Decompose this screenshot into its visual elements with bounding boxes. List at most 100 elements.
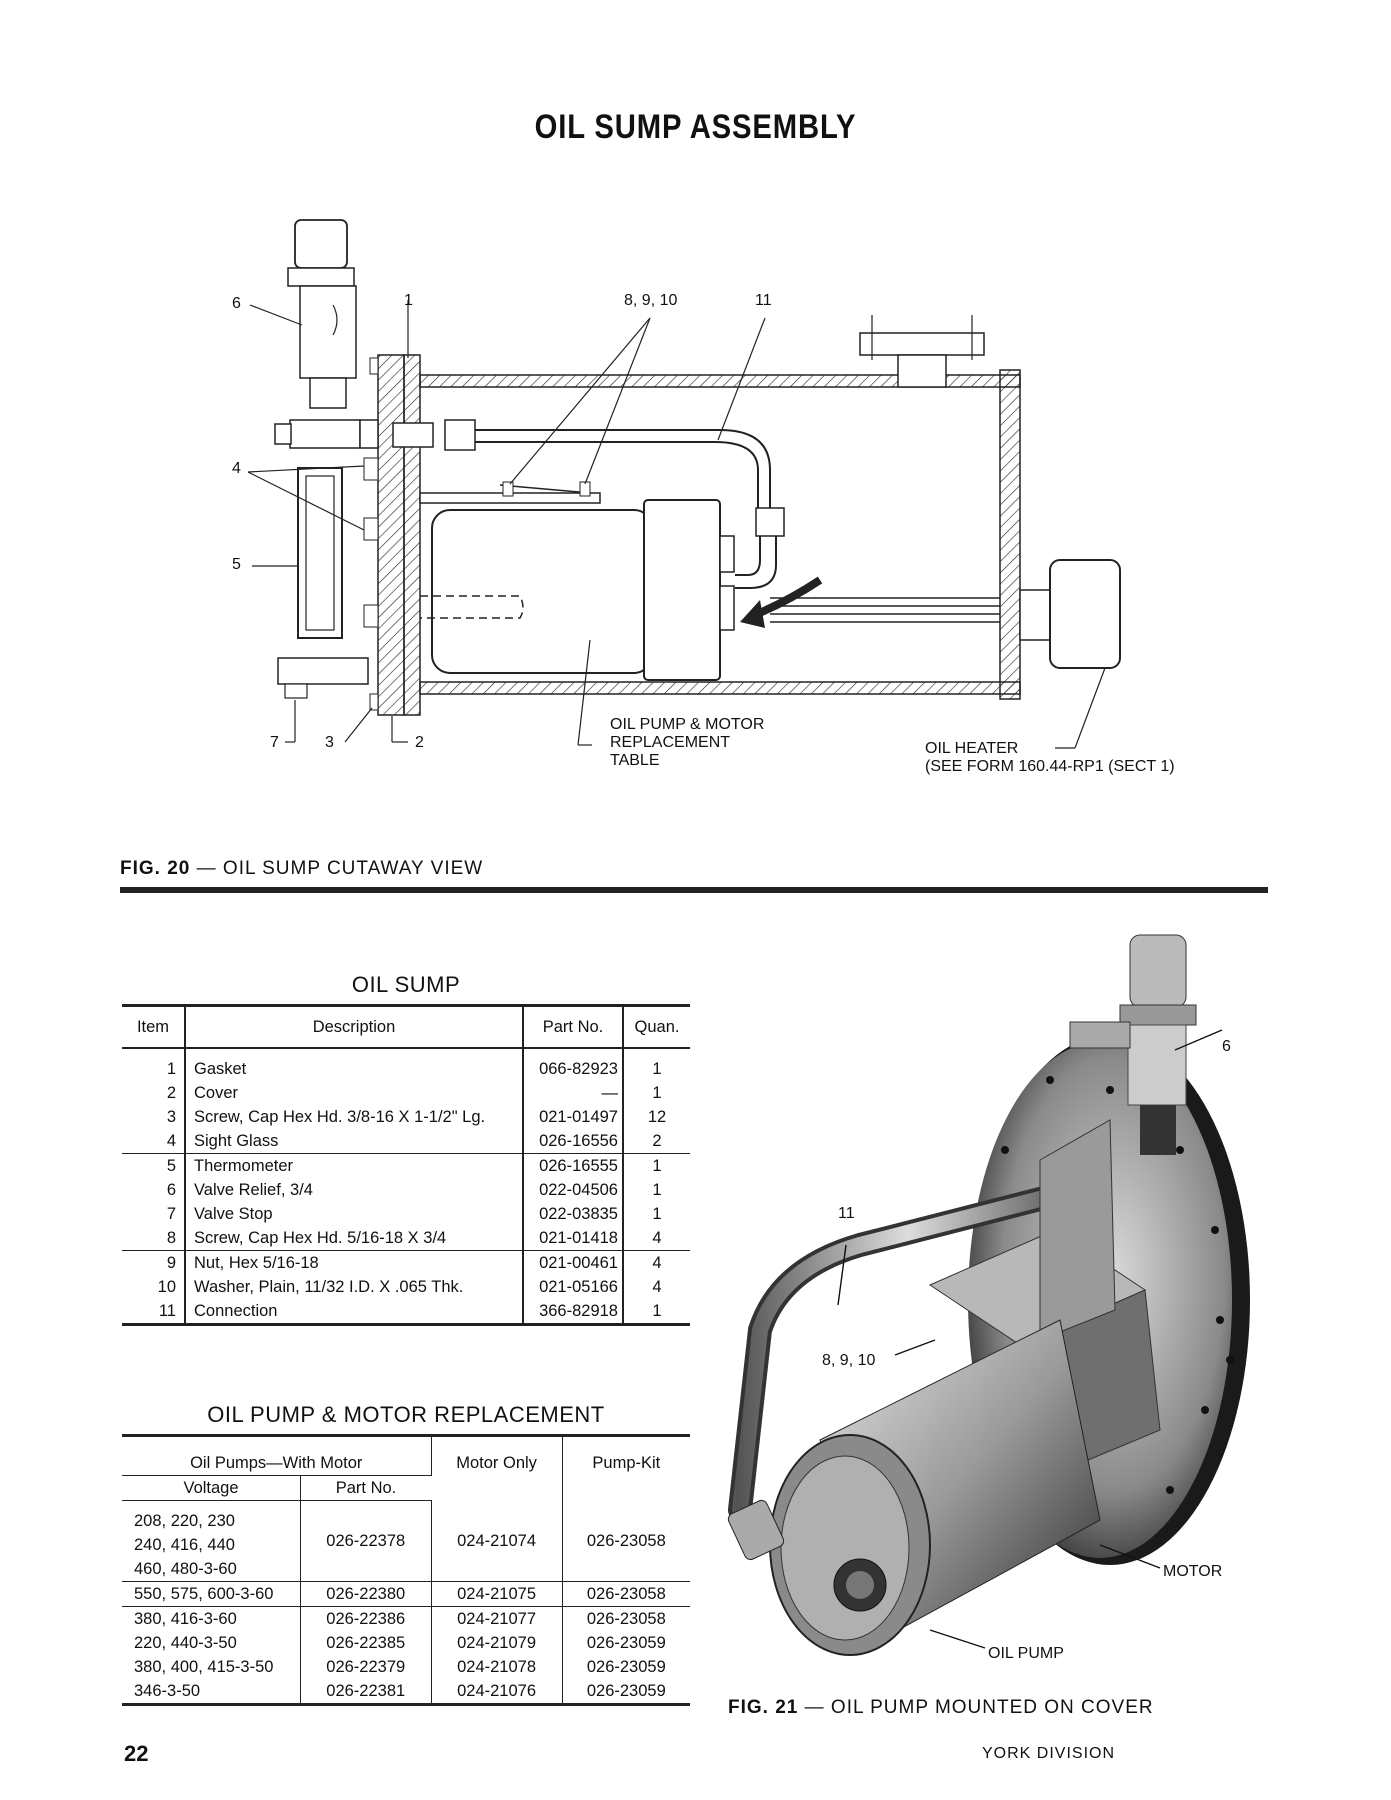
col-header-voltage: Voltage bbox=[122, 1475, 301, 1501]
voltage-cell: 380, 416-3-60 bbox=[122, 1606, 301, 1631]
pump-kit-cell: 026-23058 bbox=[586, 1531, 666, 1550]
motor-only-cell: 024-21076 bbox=[431, 1679, 563, 1705]
item-cell: 3 bbox=[122, 1105, 186, 1129]
fig20-caption: FIG. 20 — OIL SUMP CUTAWAY VIEW bbox=[120, 858, 484, 879]
col-header-motor-only: Motor Only bbox=[431, 1435, 563, 1501]
description-cell: Nut, Hex 5/16-18 bbox=[185, 1250, 524, 1275]
item-cell: 11 bbox=[122, 1299, 186, 1325]
voltage-cell: 380, 400, 415-3-50 bbox=[122, 1655, 301, 1679]
description-cell: Cover bbox=[185, 1081, 524, 1105]
fig20-label: FIG. 20 bbox=[120, 858, 191, 879]
quantity-cell: 2 bbox=[652, 1132, 662, 1150]
item-cell: 10 bbox=[122, 1275, 186, 1299]
part-no-cell: 026-22381 bbox=[300, 1679, 432, 1705]
item-cell: 5 bbox=[122, 1153, 186, 1178]
description-cell: Connection bbox=[185, 1299, 524, 1325]
item-cell: 7 bbox=[122, 1202, 186, 1226]
voltage-cell: 220, 440-3-50 bbox=[122, 1631, 301, 1655]
col-header-quantity: Quan. bbox=[623, 1005, 690, 1049]
part-no-cell: 026-16556 bbox=[523, 1129, 624, 1154]
voltage-line: 380, 400, 415-3-50 bbox=[134, 1658, 274, 1676]
pump-kit-cell: 026-23059 bbox=[586, 1682, 666, 1700]
pump-note-line3: TABLE bbox=[610, 752, 660, 769]
callout-7: 7 bbox=[270, 734, 279, 751]
part-no-cell: 366-82918 bbox=[523, 1299, 624, 1325]
fig21-callout-motor: MOTOR bbox=[1163, 1563, 1223, 1580]
callout-8-9-10: 8, 9, 10 bbox=[624, 292, 678, 309]
item-cell: 8 bbox=[122, 1226, 186, 1251]
description-cell: Washer, Plain, 11/32 I.D. X .065 Thk. bbox=[185, 1275, 524, 1299]
quantity-cell: 1 bbox=[623, 1153, 690, 1178]
part-no-cell: 022-04506 bbox=[523, 1178, 624, 1202]
part-no-cell: 026-16555 bbox=[523, 1153, 624, 1178]
fig21-label: FIG. 21 bbox=[728, 1697, 799, 1718]
callout-5: 5 bbox=[232, 556, 241, 573]
pump-kit-cell: 026-23059 bbox=[586, 1634, 666, 1652]
fig21-callout-oil-pump: OIL PUMP bbox=[988, 1645, 1064, 1662]
section-divider bbox=[120, 887, 1268, 893]
quantity-cell: 1 bbox=[652, 1084, 662, 1102]
page-title: OIL SUMP ASSEMBLY bbox=[534, 108, 857, 146]
quantity-cell: 1 bbox=[652, 1205, 662, 1223]
pump-motor-replacement-table: Oil Pumps—With Motor Motor Only Pump-Kit… bbox=[122, 1434, 690, 1706]
part-no-cell: 066-82923 bbox=[523, 1048, 624, 1081]
voltage-line: 346-3-50 bbox=[134, 1682, 201, 1700]
part-no-cell: 026-22378 bbox=[300, 1500, 432, 1582]
motor-only-cell: 024-21077 bbox=[431, 1606, 563, 1631]
quantity-cell: 12 bbox=[647, 1108, 667, 1126]
oil-heater-note: OIL HEATER (SEE FORM 160.44-RP1 (SECT 1) bbox=[925, 740, 1175, 776]
part-no-cell: 021-01497 bbox=[523, 1105, 624, 1129]
col-header-oil-pumps-group: Oil Pumps—With Motor bbox=[122, 1435, 432, 1476]
description-cell: Thermometer bbox=[185, 1153, 524, 1178]
fig21-callout-8-9-10: 8, 9, 10 bbox=[822, 1352, 876, 1369]
pump-kit-cell: 026-23058 bbox=[562, 1581, 690, 1607]
voltage-cell: 346-3-50 bbox=[122, 1679, 301, 1705]
motor-only-cell: 024-21079 bbox=[431, 1631, 563, 1655]
part-no-cell: 026-22379 bbox=[300, 1655, 432, 1679]
description-cell: Gasket bbox=[185, 1048, 524, 1081]
quantity-cell: 4 bbox=[652, 1229, 662, 1247]
item-cell: 4 bbox=[122, 1129, 186, 1154]
fig21-caption-text: OIL PUMP MOUNTED ON COVER bbox=[830, 1697, 1154, 1718]
pump-table-title: OIL PUMP & MOTOR REPLACEMENT bbox=[207, 1402, 605, 1427]
pump-motor-note: OIL PUMP & MOTOR REPLACEMENT TABLE bbox=[610, 716, 764, 770]
col-header-item: Item bbox=[122, 1005, 186, 1049]
callout-6: 6 bbox=[232, 295, 241, 312]
col-header-part-no: Part No. bbox=[523, 1005, 624, 1049]
part-no-cell: 026-22386 bbox=[300, 1606, 432, 1631]
part-no-cell: 026-22380 bbox=[300, 1581, 432, 1607]
pump-note-line2: REPLACEMENT bbox=[610, 734, 731, 751]
page-number: 22 bbox=[124, 1741, 149, 1766]
fig21-caption: FIG. 21 — OIL PUMP MOUNTED ON COVER bbox=[728, 1697, 1154, 1718]
voltage-line: 220, 440-3-50 bbox=[134, 1634, 237, 1652]
col-header-pump-kit: Pump-Kit bbox=[592, 1454, 661, 1472]
pump-kit-cell: 026-23058 bbox=[562, 1606, 690, 1631]
col-header-description: Description bbox=[185, 1005, 524, 1049]
voltage-cell: 550, 575, 600-3-60 bbox=[122, 1581, 301, 1607]
voltage-line: 240, 416, 440 bbox=[134, 1536, 235, 1554]
fig21-callout-6: 6 bbox=[1222, 1038, 1231, 1055]
fig21-callout-11: 11 bbox=[838, 1205, 855, 1222]
callout-1: 1 bbox=[404, 292, 413, 309]
fig20-caption-text: OIL SUMP CUTAWAY VIEW bbox=[222, 858, 484, 879]
voltage-line: 550, 575, 600-3-60 bbox=[134, 1585, 274, 1603]
motor-only-cell: 024-21078 bbox=[431, 1655, 563, 1679]
